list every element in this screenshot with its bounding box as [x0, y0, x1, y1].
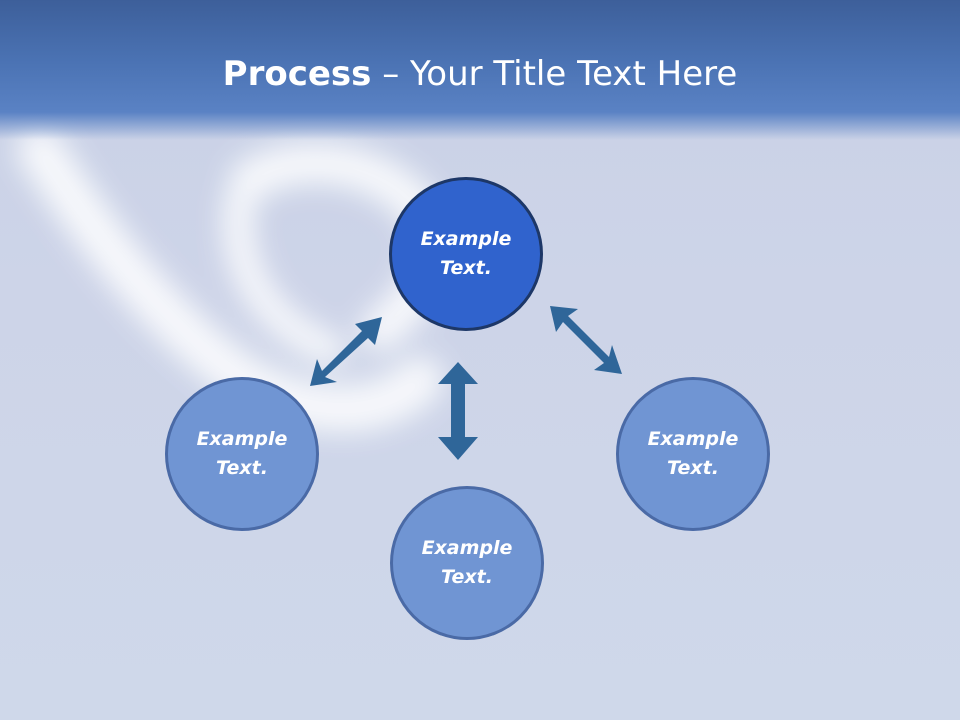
diagram-node-center: Example Text. [389, 177, 543, 331]
node-left-label: Example Text. [196, 428, 288, 479]
diagram-node-left: Example Text. [165, 377, 319, 531]
diagram-node-bottom: Example Text. [390, 486, 544, 640]
node-right-label: Example Text. [647, 428, 739, 479]
arrow-center-bottom [438, 362, 478, 460]
header-band [0, 0, 960, 140]
node-bottom-label: Example Text. [421, 537, 513, 588]
arrow-center-right [550, 306, 622, 374]
title-separator: – [382, 54, 400, 94]
node-center-label: Example Text. [420, 228, 512, 279]
title-rest-part: Your Title Text Here [410, 54, 738, 94]
arrow-center-left [310, 317, 382, 386]
slide-title: Process – Your Title Text Here [0, 52, 960, 96]
title-bold-part: Process [222, 54, 372, 94]
diagram-node-right: Example Text. [616, 377, 770, 531]
